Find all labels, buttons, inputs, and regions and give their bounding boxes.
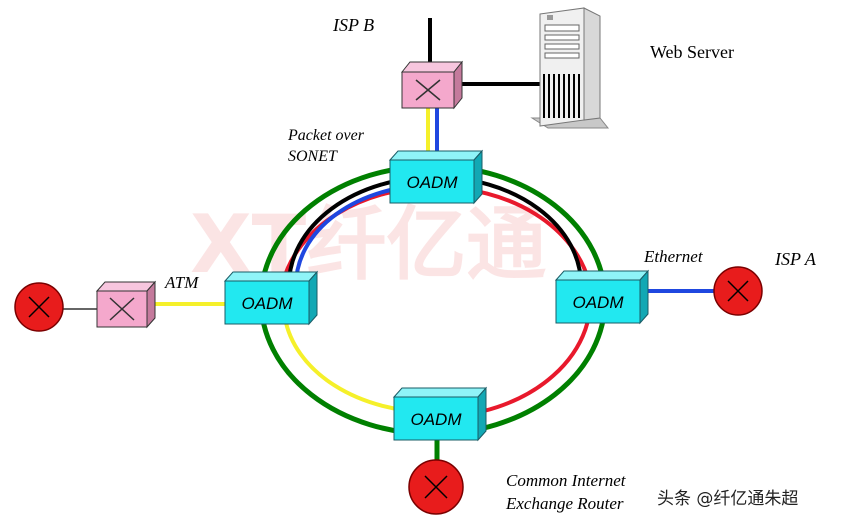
label-packet-over: Packet over bbox=[287, 127, 365, 144]
label-atm: ATM bbox=[164, 273, 199, 292]
label-ethernet: Ethernet bbox=[643, 247, 704, 266]
router-left-icon bbox=[14, 282, 64, 332]
label-cier-line2: Exchange Router bbox=[505, 494, 624, 513]
label-isp-b: ISP B bbox=[332, 15, 374, 35]
label-sonet: SONET bbox=[288, 148, 338, 165]
oadm-node-left: OADM bbox=[223, 270, 319, 326]
label-isp-a: ISP A bbox=[774, 249, 817, 269]
links bbox=[62, 18, 715, 465]
oadm-right-label: OADM bbox=[573, 293, 625, 312]
router-cier-icon bbox=[408, 459, 464, 515]
oadm-node-bottom: OADM bbox=[392, 386, 488, 442]
oadm-top-label: OADM bbox=[407, 173, 459, 192]
oadm-node-right: OADM bbox=[554, 269, 650, 325]
server-tower-icon bbox=[530, 7, 610, 129]
oadm-node-top: OADM bbox=[388, 149, 484, 205]
oadm-bottom-label: OADM bbox=[411, 410, 463, 429]
label-cier-line1: Common Internet bbox=[506, 471, 627, 490]
oadm-left-label: OADM bbox=[242, 294, 294, 313]
atm-switch-icon bbox=[95, 280, 157, 329]
label-web-server: Web Server bbox=[650, 42, 734, 62]
watermark-credit: 头条 @纤亿通朱超 bbox=[657, 489, 798, 509]
isp-b-switch-icon bbox=[400, 60, 464, 110]
router-isp-a-icon bbox=[713, 266, 763, 316]
